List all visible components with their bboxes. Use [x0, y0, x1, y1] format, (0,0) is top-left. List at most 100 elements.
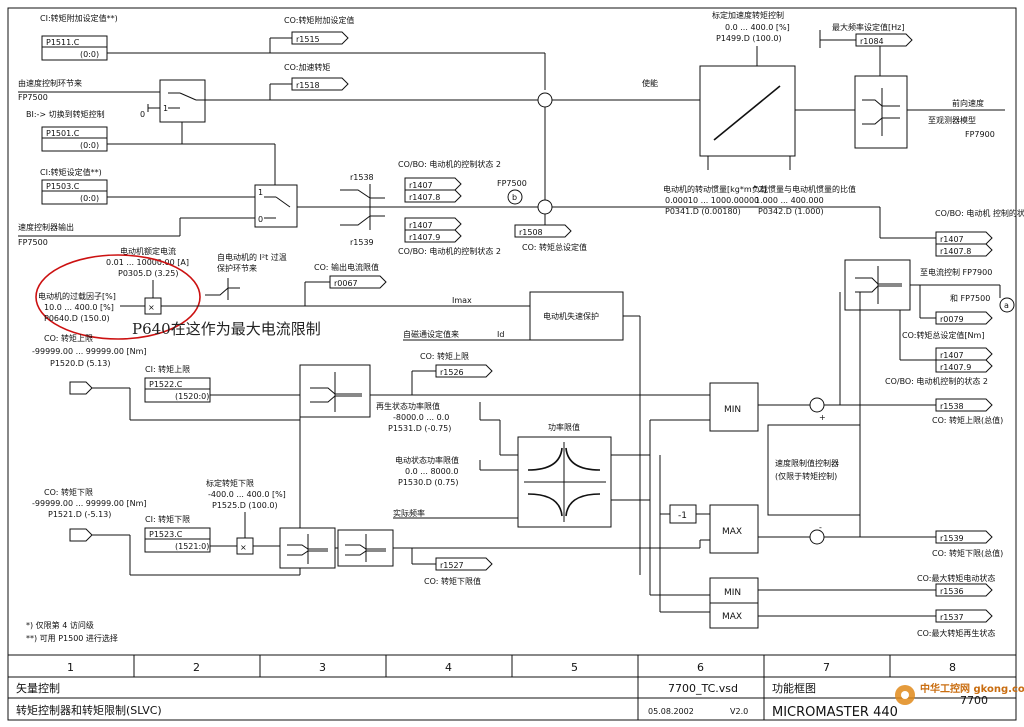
max-b: MAX: [722, 612, 742, 622]
p1525: P1525.D (100.0): [212, 501, 278, 510]
co-torque-lower-total: CO: 转矩下限(总值): [932, 548, 1003, 558]
footer-diagram-label: 功能框图: [772, 681, 816, 695]
regen-power-range: -8000.0 ... 0.0: [393, 413, 449, 422]
co-bo-state2-d: CO/BO: 电动机控制的状态 2: [885, 376, 988, 386]
r1536: r1536: [940, 587, 964, 596]
r1407-d: r1407: [940, 351, 964, 360]
inertia-range: 0.00010 ... 1000.00000: [665, 196, 759, 205]
fp7500-b: FP7500: [18, 238, 48, 247]
p1501-label: P1501.C: [46, 129, 80, 138]
minus1: -1: [678, 511, 687, 521]
r1538-out: r1538: [940, 402, 964, 411]
regen-power-label: 再生状态功率限值: [376, 401, 440, 411]
stall-protection-block: [529, 291, 624, 341]
co-accel-torque-label: CO:加速转矩: [284, 62, 330, 72]
p1520: P1520.D (5.13): [50, 359, 110, 368]
fp7900-a: FP7900: [965, 130, 995, 139]
max-a: MAX: [722, 527, 742, 537]
p0305: P0305.D (3.25): [118, 269, 178, 278]
motor-power-range: 0.0 ... 8000.0: [405, 467, 458, 476]
p1511-label: P1511.C: [46, 38, 80, 47]
svg-text:×: ×: [240, 543, 247, 552]
p1501-box: [41, 126, 108, 152]
p1522-label: P1522.C: [149, 380, 183, 389]
std-accel-label: 标定加速度转矩控制: [712, 10, 784, 20]
footer-date: 05.08.2002: [648, 707, 694, 716]
min-block-a: [709, 382, 759, 432]
r1407-9-b: r1407.9: [409, 233, 440, 242]
imax-label: Imax: [452, 296, 472, 305]
from-speed-ctrl-label: 由速度控制环节来: [18, 78, 82, 88]
fp7500-c: FP7500: [497, 179, 527, 188]
note1: *) 仅限第 4 访问级: [26, 620, 94, 630]
p1522-val: (1520:0): [175, 392, 209, 401]
b-marker: [507, 189, 523, 205]
sum-2: [537, 199, 553, 215]
footer-file: 7700_TC.vsd: [668, 682, 738, 695]
bi-switch-label: BI:-> 切换到转矩控制: [26, 109, 105, 119]
switch-2: [254, 184, 298, 228]
observer-model-label: 至观测器模型: [928, 115, 976, 125]
i2t-label-2: 保护环节来: [217, 263, 257, 273]
highlight-ellipse: [35, 254, 201, 340]
svg-text:1: 1: [258, 188, 263, 197]
power-limit-label: 功率限值: [548, 422, 580, 432]
motor-rated-current-label: 电动机额定电流: [120, 246, 176, 256]
p0640: P0640.D (150.0): [44, 314, 110, 323]
r1407-c: r1407: [940, 235, 964, 244]
actual-freq-label: 实际频率: [393, 508, 425, 518]
co-torque-upper-short: CO: 转矩上限: [44, 333, 93, 343]
co-output-current-label: CO: 输出电流限值: [314, 262, 379, 272]
max-block-a: [709, 504, 759, 554]
speed-setpoint-from: 自磁通设定值来: [403, 329, 459, 339]
svg-text:0: 0: [140, 110, 145, 119]
max-freq-label: 最大频率设定值[Hz]: [832, 22, 904, 32]
p1523-label: P1523.C: [149, 530, 183, 539]
watermark-text: 中华工控网 gkong.com: [920, 682, 1024, 695]
min-a: MIN: [724, 405, 741, 415]
speed-limit-ctrl-label: 速度限制值控制器: [775, 458, 839, 468]
footer-title1: 矢量控制: [16, 681, 60, 695]
r1518: r1518: [296, 81, 320, 90]
sum-4: [809, 529, 825, 545]
footer-title2: 转矩控制器和转矩限制(SLVC): [16, 703, 162, 717]
footer-version: V2.0: [730, 707, 748, 716]
motor-overload-label: 电动机的过载因子[%]: [38, 291, 116, 301]
p1503-box: [41, 179, 108, 205]
r1407-8-c: r1407.8: [940, 247, 971, 256]
col-1: 1: [67, 661, 74, 674]
ci-torque-lower-label: CI: 转矩下限: [145, 514, 190, 524]
i2t-label-1: 自电动机的 I²t 过温: [217, 252, 287, 262]
co-torque-upper-range: -99999.00 ... 99999.00 [Nm]: [32, 347, 147, 356]
r1537: r1537: [940, 613, 964, 622]
p1522-box: [144, 377, 211, 403]
co-bo-state2-a: CO/BO: 电动机的控制状态 2: [398, 159, 501, 169]
co-torque-total-label: CO: 转矩总设定值: [522, 242, 587, 252]
co-max-torque-regen: CO:最大转矩再生状态: [917, 628, 995, 638]
a-marker: [999, 297, 1015, 313]
speed-limit-ctrl-block: [767, 424, 861, 516]
col-5: 5: [571, 661, 578, 674]
p1511-val: (0:0): [80, 50, 99, 59]
b-marker-label: b: [512, 193, 517, 202]
motor-power-label: 电动状态功率限值: [395, 455, 459, 465]
motor-inertia-label: 电动机的转动惯量[kg*m^2]: [663, 184, 767, 194]
enable-label: 使能: [642, 78, 658, 88]
note2: **) 可用 P1500 进行选择: [26, 633, 118, 643]
p1503-label: P1503.C: [46, 182, 80, 191]
col-4: 4: [445, 661, 452, 674]
svg-text:×: ×: [148, 303, 155, 312]
p1530: P1530.D (0.75): [398, 478, 458, 487]
col-3: 3: [319, 661, 326, 674]
r1508: r1508: [519, 228, 543, 237]
co-torque-upper-total: CO: 转矩上限(总值): [932, 415, 1003, 425]
r1539-label: r1539: [350, 238, 374, 247]
co-bo-state2-b: CO/BO: 电动机的控制状态 2: [398, 246, 501, 256]
footer-product: MICROMASTER 440: [772, 705, 898, 720]
speed-limit-ctrl-note: (仅限于转矩控制): [775, 471, 837, 481]
p1531: P1531.D (-0.75): [388, 424, 451, 433]
co-torque-add-label: CO:转矩附加设定值: [284, 15, 354, 25]
footer-page: 7700: [960, 694, 988, 707]
p1523-val: (1521:0): [175, 542, 209, 551]
speed-ctrl-output-label: 速度控制器输出: [18, 222, 74, 232]
